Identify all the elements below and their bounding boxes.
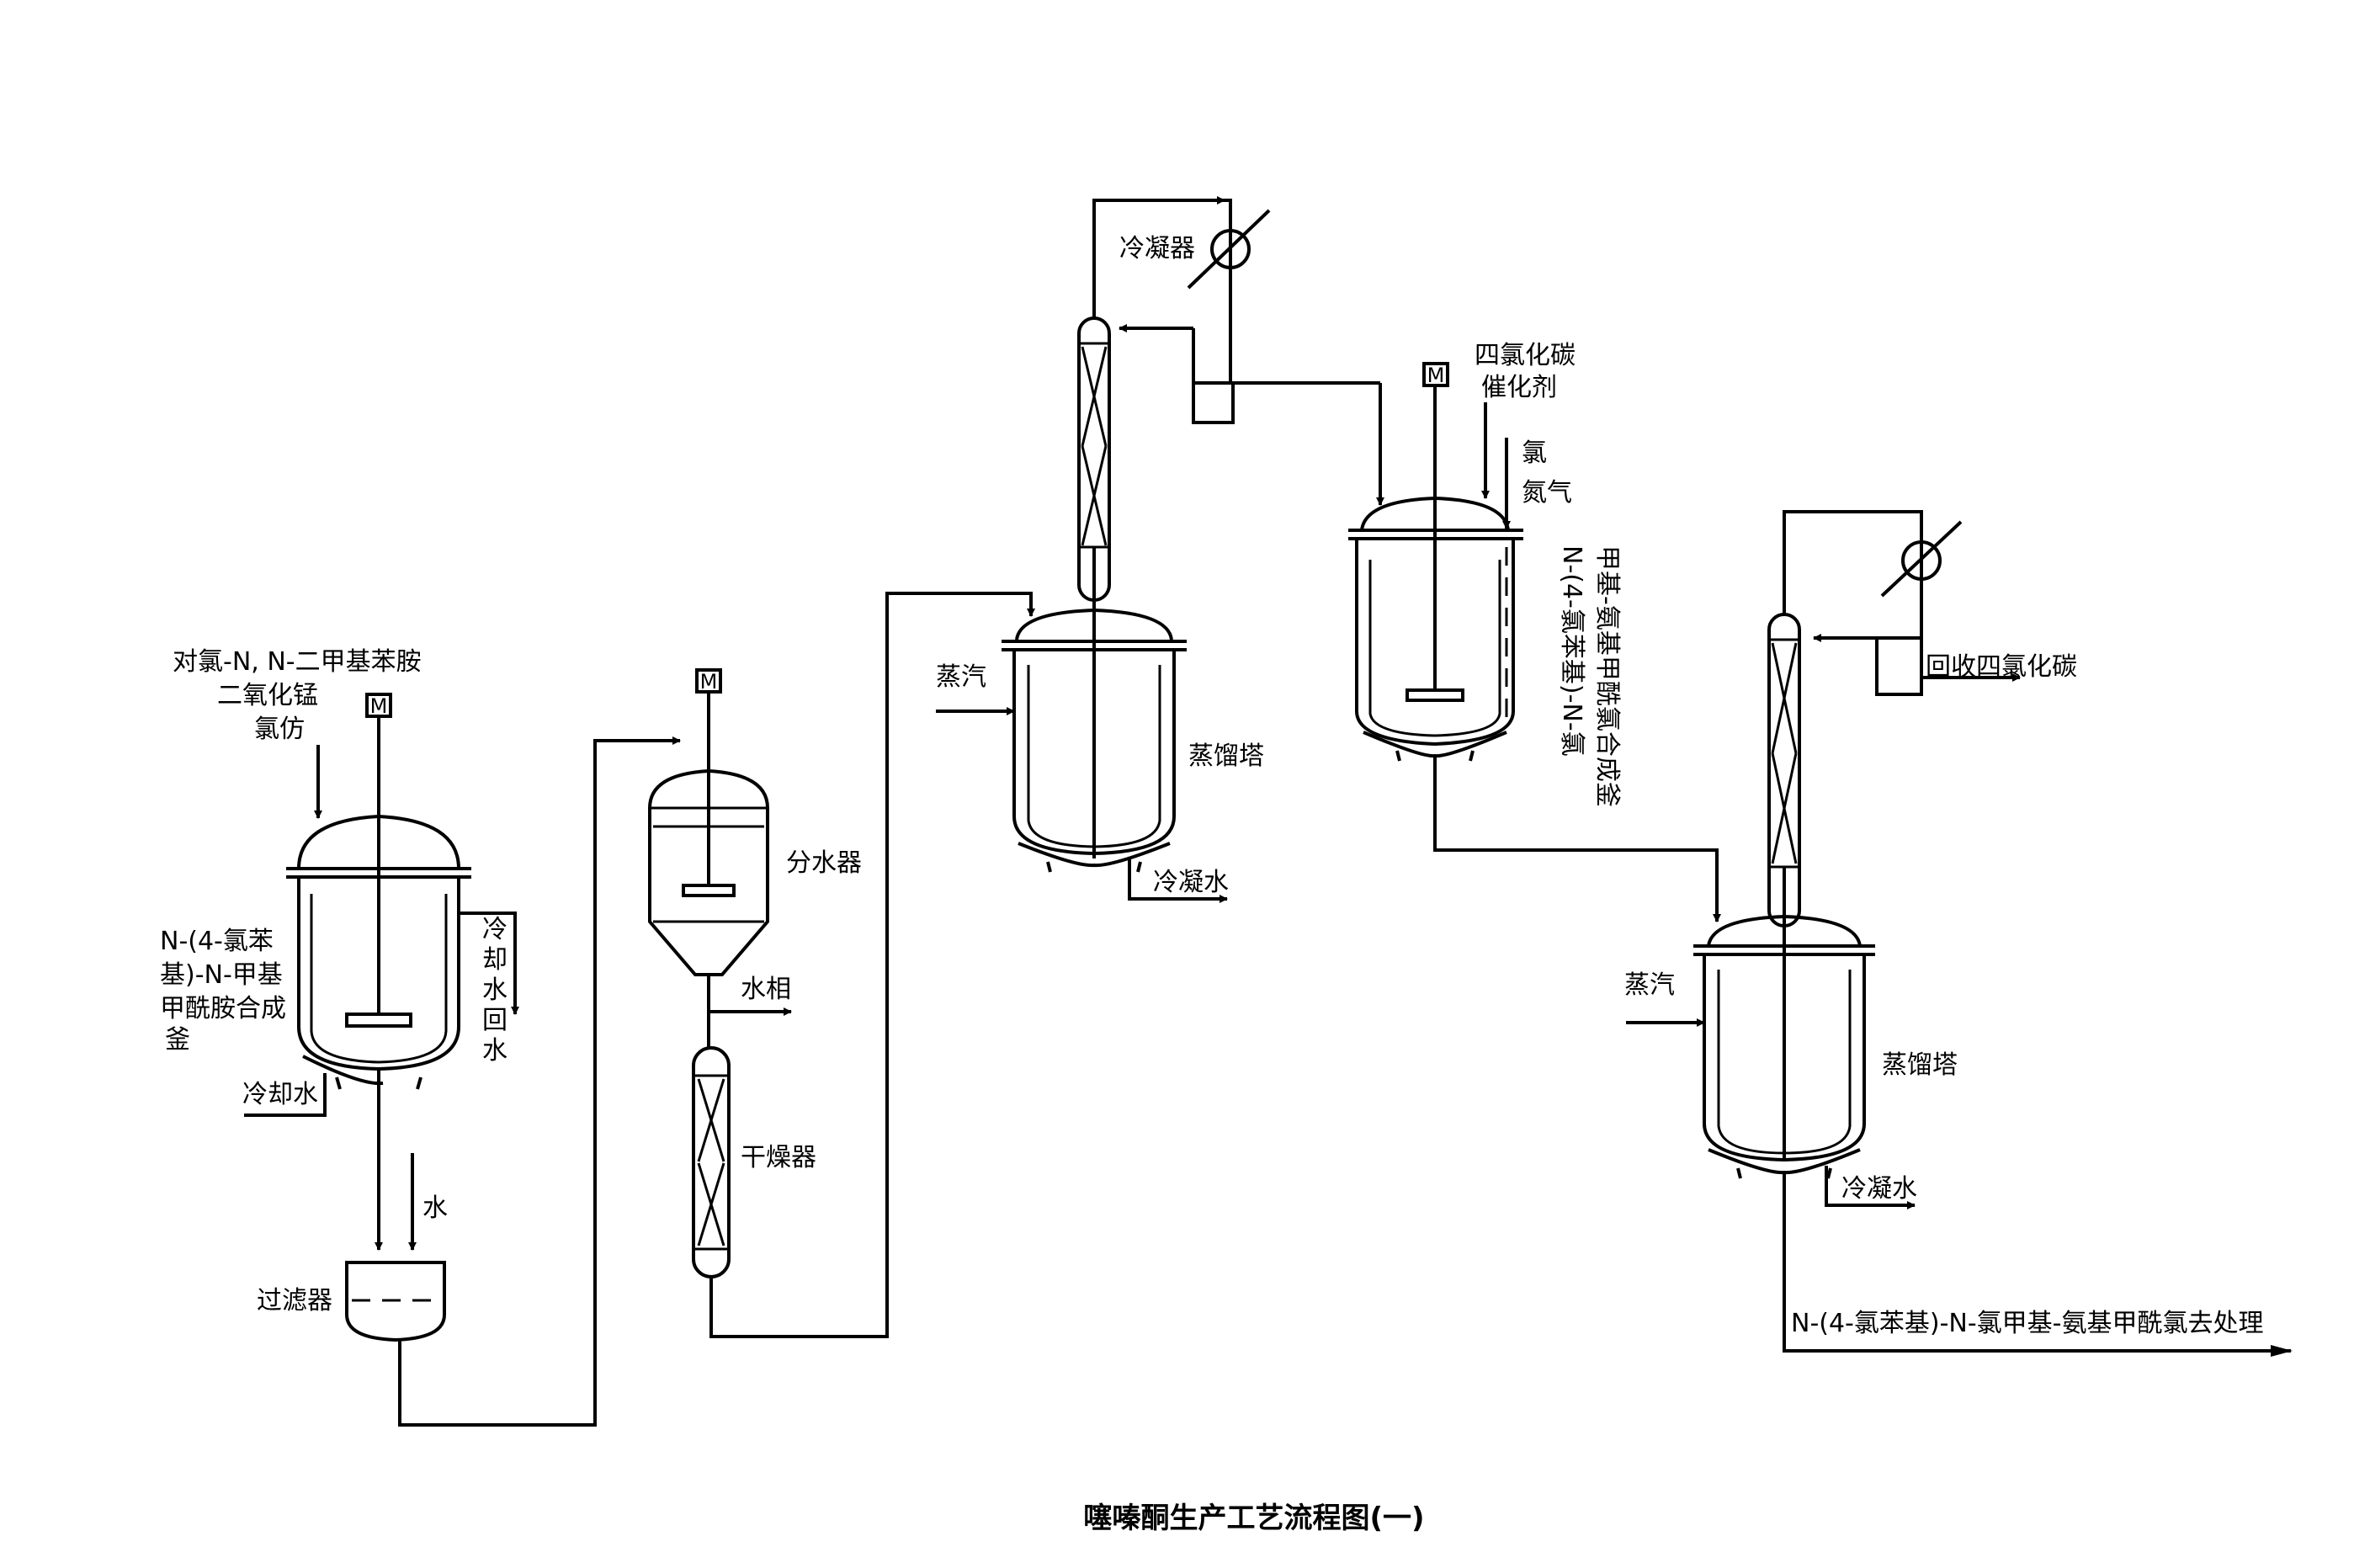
condensate1-label: 冷凝水: [1153, 868, 1229, 897]
motor-3: M: [1422, 362, 1449, 387]
chlorine-label: 氯: [1522, 439, 1547, 468]
ccl4-label: 四氯化碳: [1475, 341, 1576, 370]
condensate-out-arrow-2: [1825, 1166, 1916, 1209]
catalyst-label: 催化剂: [1481, 373, 1557, 402]
cw-return-char2: 却: [482, 945, 507, 975]
figure-caption: 噻嗪酮生产工艺流程图(一): [1083, 1502, 1424, 1535]
cooling-water-label: 冷却水: [242, 1080, 318, 1109]
cooling-water-return-line: [459, 912, 519, 1015]
separator-vessel: [648, 692, 769, 976]
condenser-2: [1880, 520, 1963, 598]
column2-overhead-line: [1783, 510, 1923, 696]
nitrogen-label: 氮气: [1522, 478, 1572, 508]
water-label: 水: [422, 1193, 448, 1223]
steam1-label: 蒸汽: [936, 662, 986, 692]
condenser1-label: 冷凝器: [1119, 234, 1195, 263]
reactor2-label-col2: 甲基-氨基甲酰氯合成釜: [1592, 545, 1622, 807]
filter-vessel: [345, 1261, 446, 1342]
column2-label: 蒸馏塔: [1882, 1050, 1958, 1080]
svg-text:M: M: [370, 694, 388, 718]
product-out-label: N-(4-氯苯基)-N-氯甲基-氨基甲酰氯去处理: [1791, 1309, 2264, 1338]
reactor2-label-col1: N-(4-氯苯基)-N-氯: [1557, 545, 1586, 757]
condensate2-label: 冷凝水: [1841, 1174, 1917, 1204]
reactor1-label-line4: 釜: [165, 1025, 190, 1055]
cooling-water-in-line: [244, 1073, 327, 1117]
cw-return-char1: 冷: [482, 915, 507, 944]
svg-text:M: M: [1427, 364, 1445, 387]
reactor-1: [286, 715, 471, 1090]
svg-text:M: M: [700, 670, 718, 694]
filter-to-separator-line: [398, 736, 681, 1427]
condenser1-downcomer: [1192, 199, 1235, 424]
feed1-label-line1: 对氯-N, N-二甲基苯胺: [173, 647, 422, 677]
filter-label: 过滤器: [257, 1286, 332, 1316]
cw-return-char5: 水: [482, 1036, 507, 1066]
distillation-column-1: [1002, 547, 1187, 873]
separator-label: 分水器: [786, 848, 862, 878]
recover-ccl4-label: 回收四氯化碳: [1926, 652, 2077, 682]
steam2-label: 蒸汽: [1624, 970, 1675, 1000]
feed1-label-line2: 二氧化锰: [217, 681, 318, 710]
condenser-1: [1187, 209, 1271, 290]
reactor-2: [1348, 387, 1523, 762]
reactor2-to-column2-line: [1433, 756, 1721, 922]
product-out-arrow: [1783, 1172, 2293, 1357]
dryer-vessel: [692, 1046, 731, 1278]
condensate-out-arrow-1: [1128, 858, 1228, 903]
column1-vapor-line: [1092, 196, 1225, 318]
motor-2: M: [695, 668, 722, 694]
reactor1-label-line3: 甲酰胺合成: [160, 994, 286, 1023]
dryer-label: 干燥器: [741, 1143, 816, 1172]
feed1-label-line3: 氯仿: [254, 715, 305, 744]
water-phase-label: 水相: [741, 975, 791, 1004]
column1-label: 蒸馏塔: [1188, 741, 1264, 771]
cw-return-char4: 回: [482, 1006, 507, 1035]
motor-1: M: [365, 693, 392, 718]
distillation-column-2: [1693, 867, 1875, 1179]
dryer-to-column1-line: [709, 592, 1035, 1338]
reactor1-label-line1: N-(4-氯苯: [160, 927, 274, 956]
reactor1-label-line2: 基)-N-甲基: [160, 960, 283, 990]
cw-return-char3: 水: [482, 975, 507, 1005]
